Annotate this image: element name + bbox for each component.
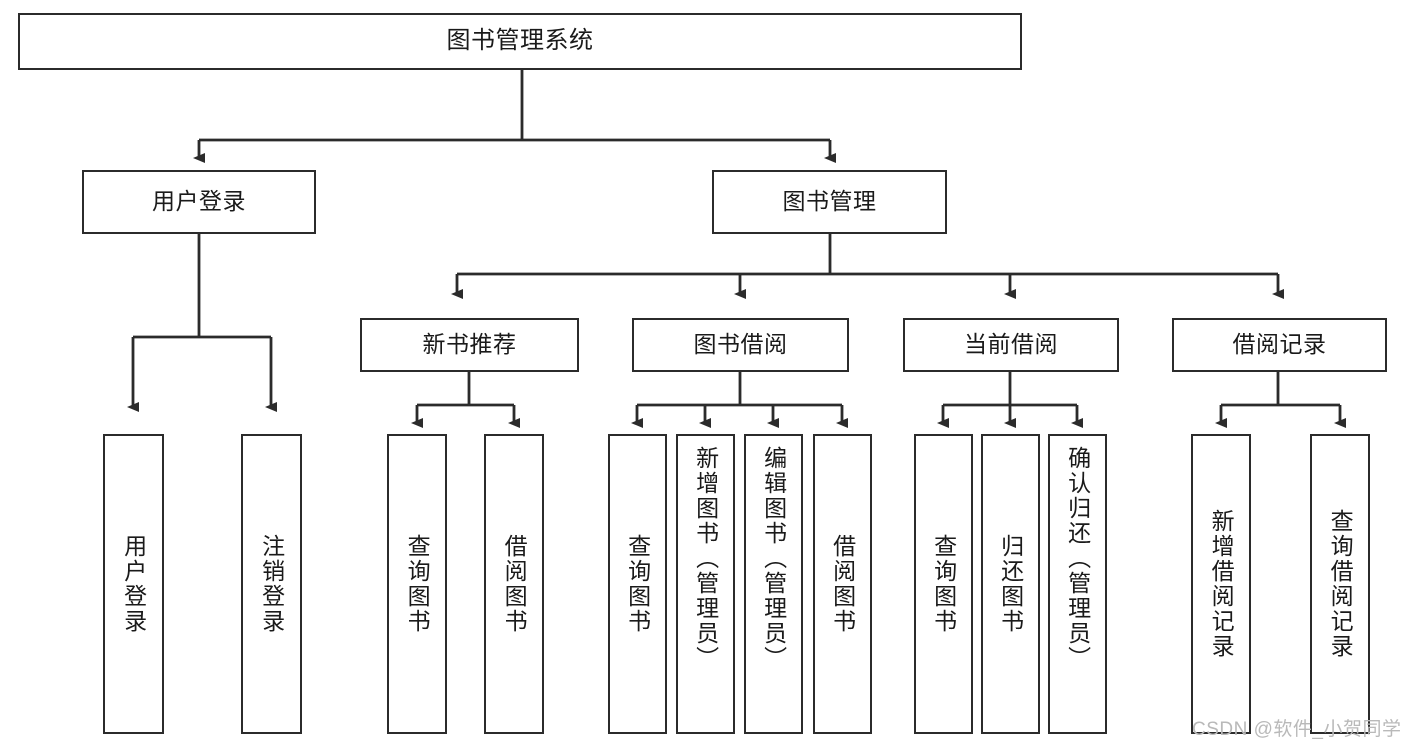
node-label: 新书推荐 [422, 331, 517, 358]
leaf-book-borrow-add-book-admin[interactable]: 新增图书（管理员） [676, 434, 735, 734]
node-label: 图书借阅 [693, 331, 788, 358]
node-label: 编辑图书（管理员） [760, 446, 787, 671]
leaf-borrow-record-query-record[interactable]: 查询借阅记录 [1310, 434, 1370, 734]
leaf-book-borrow-query-book[interactable]: 查询图书 [608, 434, 667, 734]
node-root-book-management-system[interactable]: 图书管理系统 [18, 13, 1022, 70]
leaf-book-borrow-borrow-book[interactable]: 借阅图书 [813, 434, 872, 734]
node-label: 查询借阅记录 [1327, 509, 1354, 659]
node-label: 查询图书 [404, 534, 431, 634]
node-book-borrow[interactable]: 图书借阅 [632, 318, 849, 372]
leaf-current-borrow-query-book[interactable]: 查询图书 [914, 434, 973, 734]
node-label: 用户登录 [120, 534, 147, 634]
leaf-book-borrow-edit-book-admin[interactable]: 编辑图书（管理员） [744, 434, 803, 734]
node-label: 图书管理 [782, 188, 877, 215]
node-label: 新增图书（管理员） [692, 446, 719, 671]
node-label: 查询图书 [624, 534, 651, 634]
node-label: 注销登录 [258, 534, 285, 634]
node-label: 借阅图书 [829, 534, 856, 634]
node-label: 当前借阅 [964, 331, 1058, 358]
node-current-borrow[interactable]: 当前借阅 [903, 318, 1119, 372]
node-new-book-recommend[interactable]: 新书推荐 [360, 318, 579, 372]
leaf-user-login-login[interactable]: 用户登录 [103, 434, 164, 734]
leaf-user-login-logout[interactable]: 注销登录 [241, 434, 302, 734]
node-label: 用户登录 [152, 188, 246, 215]
node-borrow-record[interactable]: 借阅记录 [1172, 318, 1387, 372]
node-label: 借阅记录 [1232, 331, 1327, 358]
node-label: 借阅图书 [501, 534, 528, 634]
leaf-current-borrow-return-book[interactable]: 归还图书 [981, 434, 1040, 734]
leaf-new-book-query-book[interactable]: 查询图书 [387, 434, 447, 734]
leaf-current-borrow-confirm-return-admin[interactable]: 确认归还（管理员） [1048, 434, 1107, 734]
leaf-borrow-record-add-record[interactable]: 新增借阅记录 [1191, 434, 1251, 734]
node-label: 查询图书 [930, 534, 957, 634]
leaf-new-book-borrow-book[interactable]: 借阅图书 [484, 434, 544, 734]
node-label: 新增借阅记录 [1208, 509, 1235, 659]
node-label: 图书管理系统 [446, 27, 594, 55]
watermark-text: CSDN @软件_小贺同学 [1192, 719, 1402, 740]
node-label: 归还图书 [997, 534, 1024, 634]
node-user-login[interactable]: 用户登录 [82, 170, 316, 234]
node-label: 确认归还（管理员） [1064, 446, 1091, 671]
node-book-management[interactable]: 图书管理 [712, 170, 947, 234]
